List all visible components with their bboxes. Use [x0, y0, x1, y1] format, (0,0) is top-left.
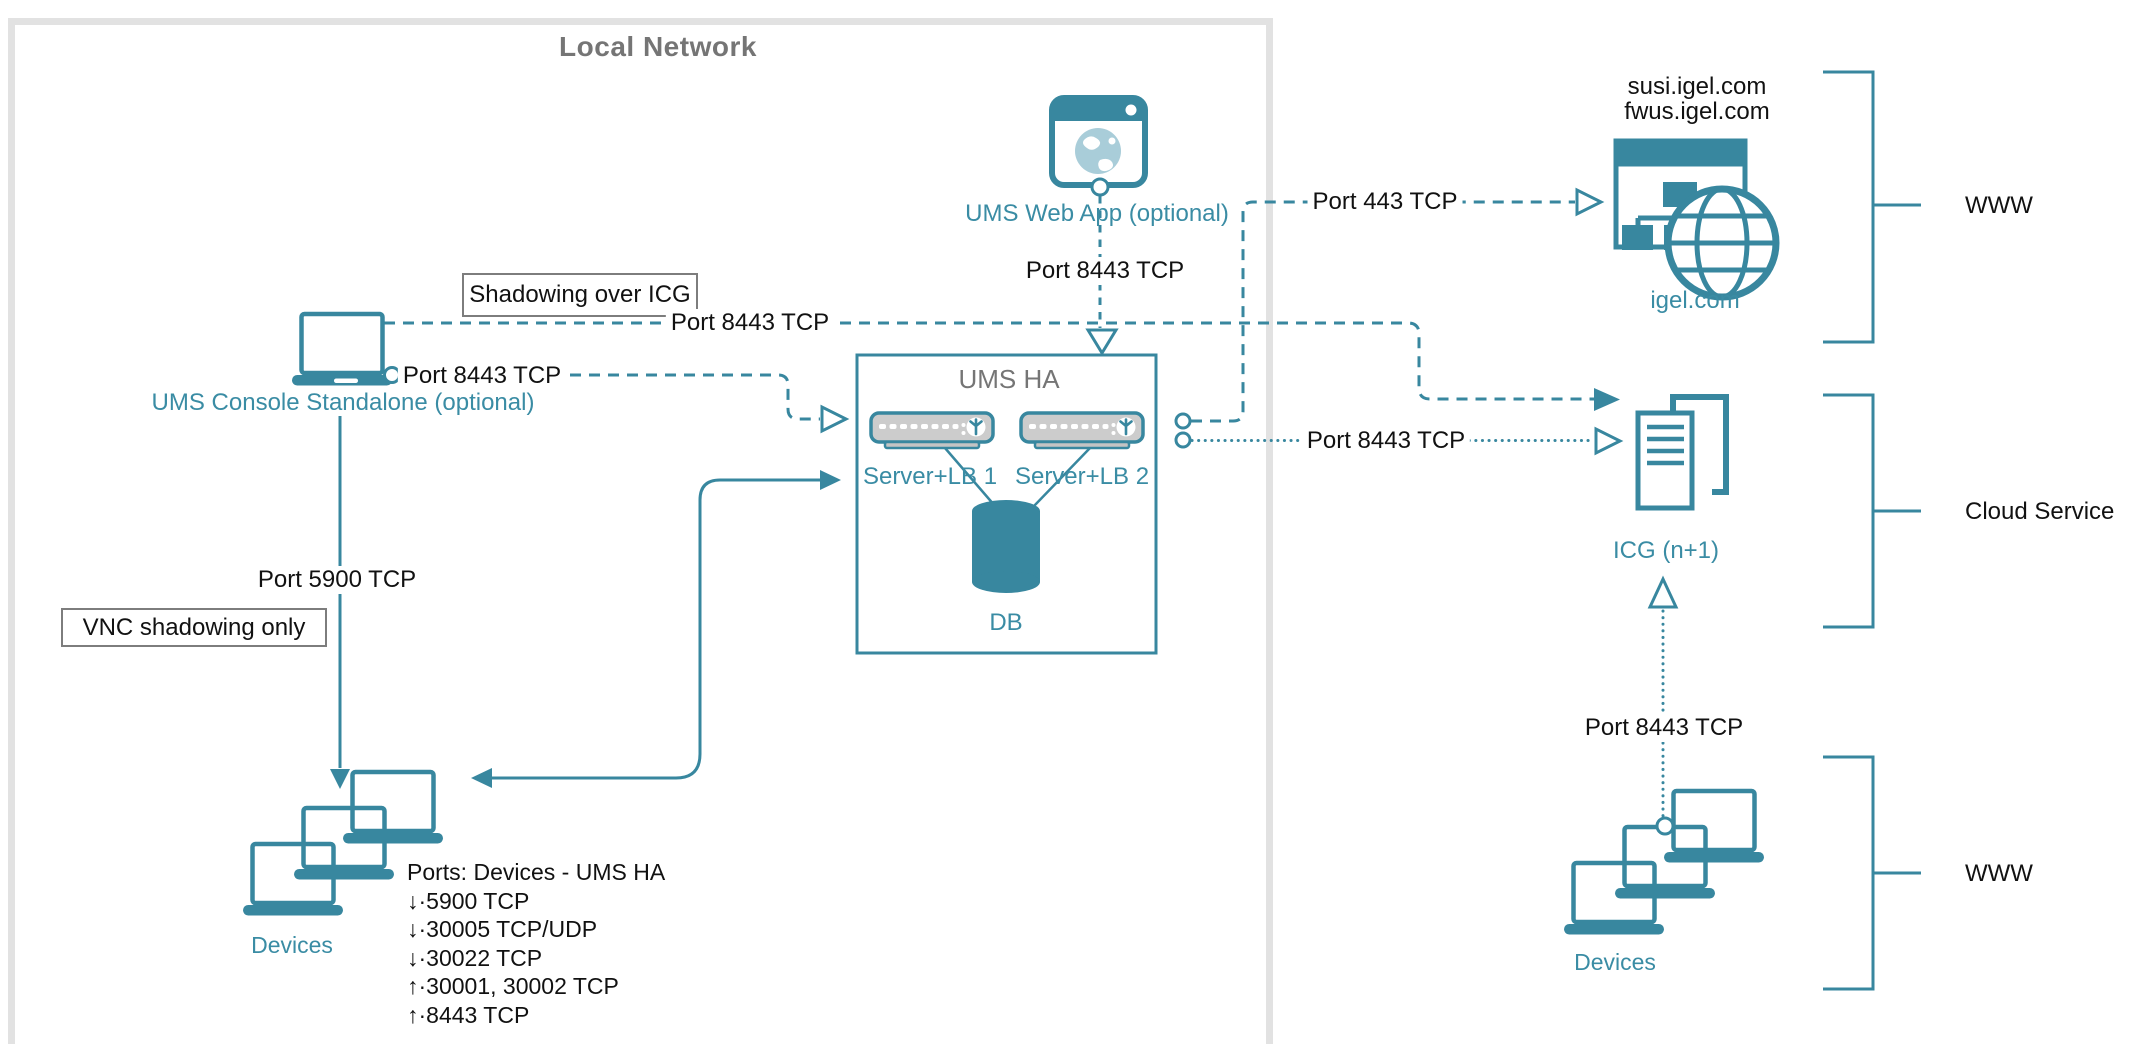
bracket-www-bottom: [1823, 755, 1921, 991]
devices-right-label: Devices: [1574, 949, 1656, 975]
console-to-ums-line: [399, 373, 850, 434]
ports-list-item: ↓·5900 TCP: [407, 887, 530, 914]
ums-web-app-label: UMS Web App (optional): [965, 200, 1229, 227]
devices-to-ums-line: [471, 470, 841, 788]
ums-console-icon: [292, 314, 401, 386]
server-db-links: [944, 447, 1091, 507]
www-bottom-label: WWW: [1965, 860, 2033, 887]
webapp-port-label: Port 8443 TCP: [1020, 257, 1190, 285]
ums-ha-box: [855, 353, 1158, 655]
shadowing-callout: Shadowing over ICG: [462, 273, 698, 317]
ports-list-title: Ports: Devices - UMS HA: [407, 859, 666, 885]
db-label: DB: [989, 609, 1023, 636]
igel-port-label: Port 443 TCP: [1307, 188, 1463, 216]
vnc-callout: VNC shadowing only: [61, 608, 327, 647]
igel-com-label: igel.com: [1650, 287, 1740, 314]
igel-domains: susi.igel.com fwus.igel.com: [1624, 74, 1769, 124]
console-ums-port-label: Port 8443 TCP: [397, 362, 567, 390]
webapp-to-ums-line: [1085, 196, 1119, 356]
ums-console-label: UMS Console Standalone (optional): [151, 389, 535, 416]
cloud-service-label: Cloud Service: [1965, 498, 2115, 525]
console-to-devices-line: [330, 416, 350, 789]
igel-domain-susi: susi.igel.com: [1627, 73, 1767, 100]
local-network-box: [8, 18, 1273, 1044]
ports-list-item: ↓·30022 TCP: [407, 944, 543, 971]
ums-ha-title: UMS HA: [958, 364, 1060, 394]
ports-list: Ports: Devices - UMS HA ↓·5900 TCP ↓·300…: [407, 858, 665, 1030]
ums-to-icg-line: [1190, 426, 1624, 456]
ports-list-item: ↓·30005 TCP/UDP: [407, 916, 598, 943]
ums-web-app-icon: [1049, 95, 1148, 197]
shadowing-connector-line: [384, 321, 1620, 411]
server-lb2-label: Server+LB 2: [1014, 463, 1150, 490]
icg-to-devices-line: [1647, 575, 1679, 818]
globe-icon: [1664, 185, 1780, 301]
vnc-port-label: Port 5900 TCP: [252, 566, 422, 594]
server-lb1-icon: [869, 411, 995, 450]
igel-com-icon: [1613, 138, 1780, 301]
icg-icon: [1635, 394, 1729, 511]
server-lb1-label: Server+LB 1: [862, 463, 998, 490]
devices-right-icon: [1564, 791, 1764, 935]
devices-left-label: Devices: [251, 932, 333, 958]
shadowing-port-label: Port 8443 TCP: [665, 309, 835, 337]
icg-devices-port-label: Port 8443 TCP: [1579, 714, 1749, 742]
igel-domain-fwus: fwus.igel.com: [1624, 98, 1770, 125]
bracket-cloud-service: [1823, 393, 1921, 629]
ums-connector-bottom: [1174, 431, 1192, 449]
ums-connector-top: [1174, 412, 1192, 430]
local-network-title: Local Network: [559, 31, 757, 62]
ports-list-item: ↑·30001, 30002 TCP: [407, 973, 619, 1000]
icg-label: ICG (n+1): [1612, 537, 1720, 564]
www-top-label: WWW: [1965, 192, 2033, 219]
bracket-www-top: [1823, 70, 1921, 344]
ports-list-item: ↑·8443 TCP: [407, 1001, 530, 1028]
server-lb2-icon: [1019, 411, 1145, 450]
icg-port-label: Port 8443 TCP: [1301, 427, 1471, 455]
ums-to-igel-line: [1191, 187, 1605, 423]
database-icon: [972, 500, 1040, 593]
